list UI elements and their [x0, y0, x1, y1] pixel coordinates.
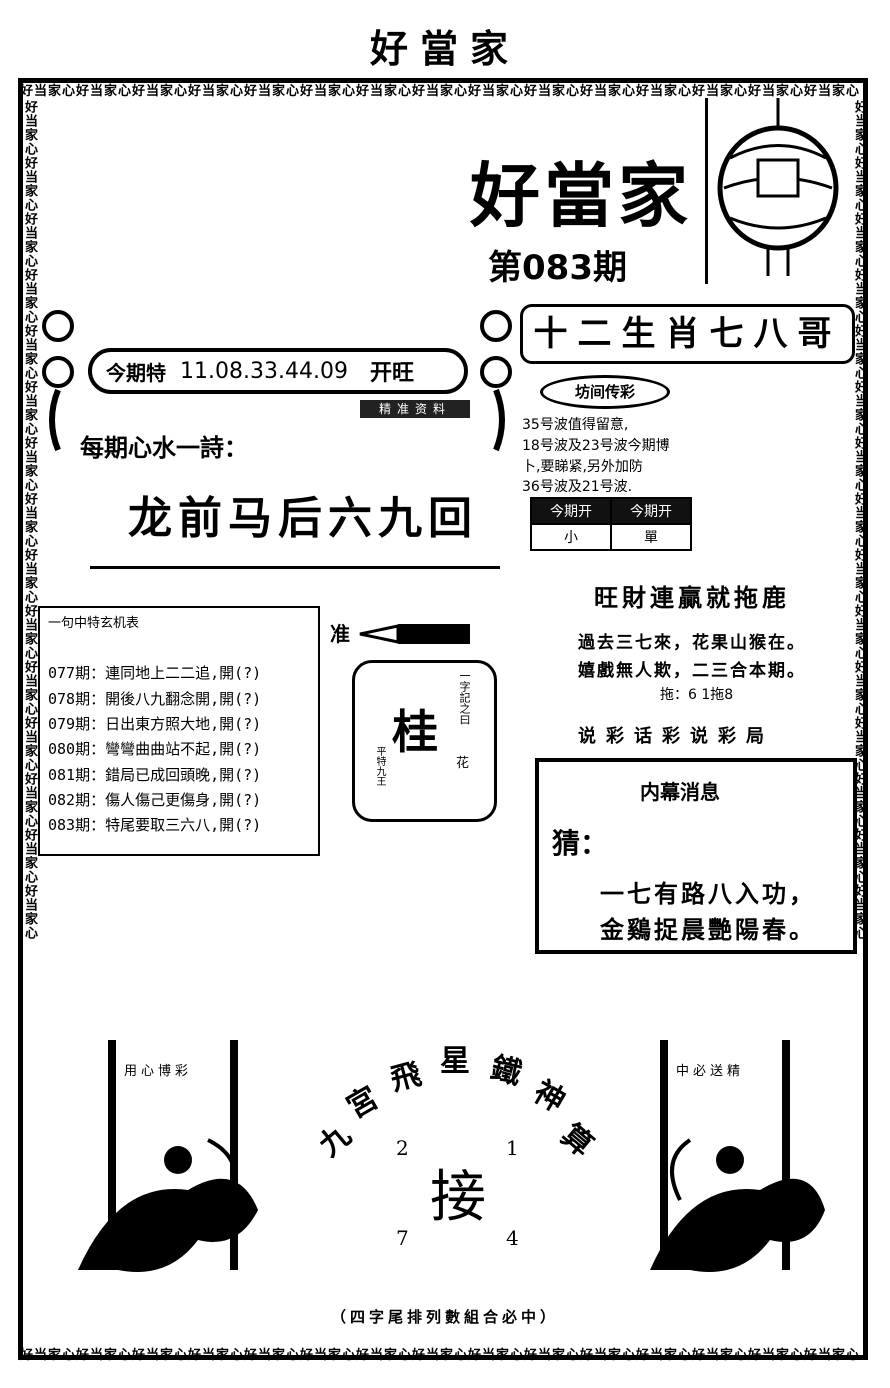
list-item: 077期：連同地上二二追,開(?)	[48, 664, 262, 682]
poem-heading: 每期心水一詩：	[80, 434, 248, 462]
coin-chain-left-icon	[42, 310, 74, 452]
banner2: 说彩话彩说彩局	[578, 726, 774, 747]
archer-right-sign: 中必送精	[676, 1064, 745, 1079]
palace-digit: 4	[506, 1226, 519, 1250]
footer-note: （四字尾排列數組合必中）	[330, 1308, 559, 1326]
palace-digit: 2	[396, 1136, 409, 1160]
archer-right: 中必送精	[650, 1040, 825, 1280]
list-item: 078期：開後八九翻念開,開(?)	[48, 690, 262, 708]
lantern-panel	[705, 98, 858, 284]
history-box	[38, 606, 320, 856]
header-panel	[40, 98, 705, 298]
nine-title-char: 星	[440, 1044, 470, 1079]
palace-digit: 1	[506, 1136, 519, 1160]
list-item: 083期：特尾要取三六八,開(?)	[48, 816, 262, 834]
this-issue-numbers: 11.08.33.44.09	[180, 358, 348, 384]
pointing-hand-icon	[359, 624, 470, 644]
scroll-big-char: 桂	[392, 705, 438, 759]
poem2-line1: 過去三七來，花果山猴在。	[578, 633, 806, 653]
table-cell: 小	[530, 523, 612, 551]
dark-strip: 精准资料	[360, 400, 470, 418]
poem2-line2: 嬉戲無人欺，二三合本期。	[578, 661, 806, 681]
list-item: 082期：傷人傷己更傷身,開(?)	[48, 791, 262, 809]
scroll-panel	[352, 660, 497, 822]
zodiac-table: 今期开 今期开 小 單	[530, 497, 692, 551]
palace-digit: 7	[396, 1226, 409, 1250]
inside-title: 内幕消息	[640, 780, 720, 804]
outer-frame	[18, 78, 868, 1360]
banner: 旺財連贏就拖鹿	[594, 583, 790, 612]
poem2-note: 拖：6 1拖8	[660, 687, 734, 703]
border-top-text: 好当家心好当家心好当家心好当家心好当家心好当家心好当家心好当家心好当家心好当家心…	[20, 84, 861, 99]
issue-number: 第083期	[488, 248, 627, 288]
zodiac-tip-1: 35号波值得留意,	[522, 417, 629, 433]
table-header: 今期开	[610, 497, 692, 525]
this-issue-tag: 开旺	[369, 361, 414, 386]
guess-label: 猜：	[552, 827, 609, 860]
inside-news-box	[535, 758, 857, 954]
horse-archer-icon	[650, 1138, 825, 1272]
archer-left: 用心博彩	[78, 1040, 258, 1280]
list-item: 081期：錯局已成回頭晚,開(?)	[48, 766, 262, 784]
border-bottom-text: 好当家心好当家心好当家心好当家心好当家心好当家心好当家心好当家心好当家心好当家心…	[20, 1348, 861, 1363]
scroll-flower: 花	[456, 756, 470, 771]
zodiac-tip-4: 36号波及21号波.	[522, 479, 633, 495]
riddle-line1: 一七有路八入功，	[600, 879, 816, 908]
coin-chain-right-icon	[480, 310, 512, 452]
scroll-side-text: 一字記之曰	[458, 670, 471, 725]
poem-line: 龙前马后六九回	[128, 493, 478, 544]
this-issue-pill: 今期特 11.08.33.44.09 开旺	[88, 348, 468, 394]
zodiac-tip-3: 卜,要睇紧,另外加防	[522, 459, 643, 475]
page-title: 好當家	[369, 26, 520, 71]
table-cell: 單	[610, 523, 692, 551]
divider	[90, 566, 500, 569]
table-header: 今期开	[530, 497, 612, 525]
zodiac-title: 十二生肖七八哥	[520, 304, 855, 364]
horse-archer-icon	[78, 1138, 258, 1272]
scroll-small: 平特九王	[374, 746, 385, 786]
list-item: 079期：日出東方照大地,開(?)	[48, 715, 262, 733]
logo-text: 好當家	[470, 155, 692, 237]
list-item: 080期：彎彎曲曲站不起,開(?)	[48, 740, 262, 758]
lantern-icon	[717, 98, 839, 276]
palace-center-char: 接	[430, 1165, 486, 1230]
border-right-text: 好当家心好当家心好当家心好当家心好当家心好当家心好当家心好当家心好当家心好当家心…	[852, 100, 867, 940]
zodiac-tip-2: 18号波及23号波今期博	[522, 438, 670, 454]
zodiac-oval: 坊间传彩	[540, 375, 670, 409]
archer-left-sign: 用心博彩	[124, 1064, 193, 1079]
this-issue-label: 今期特	[106, 360, 166, 385]
pointer-char: 准	[330, 622, 350, 646]
history-heading: 一句中特玄机表	[48, 616, 140, 631]
border-left-text: 好当家心好当家心好当家心好当家心好当家心好当家心好当家心好当家心好当家心好当家心…	[22, 100, 37, 940]
riddle-line2: 金鷄捉晨艷陽春。	[600, 915, 816, 944]
